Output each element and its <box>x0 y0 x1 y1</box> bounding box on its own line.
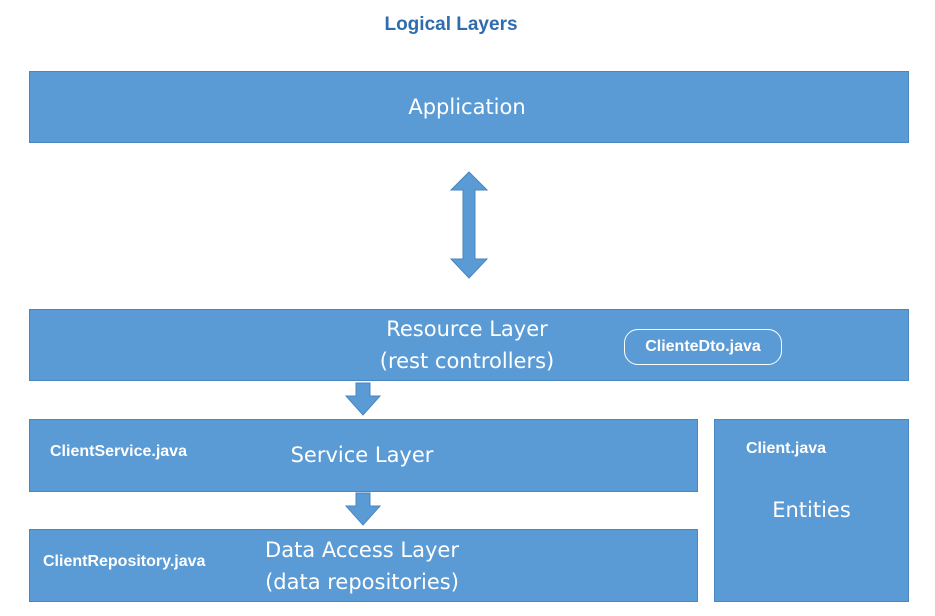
application-layer-box <box>29 71 909 143</box>
client-entity-file-label: Client.java <box>746 440 827 457</box>
service-layer-box <box>29 419 698 492</box>
client-repository-file-label: ClientRepository.java <box>43 553 206 570</box>
data-access-layer-sublabel: (data repositories) <box>265 570 459 594</box>
cliente-dto-badge: ClienteDto.java <box>624 329 782 365</box>
down-arrow-resource-to-service <box>344 382 382 416</box>
service-layer-label: Service Layer <box>290 443 434 467</box>
data-access-layer-label: Data Access Layer <box>265 538 459 562</box>
entities-box <box>714 419 909 602</box>
entities-label: Entities <box>772 498 851 522</box>
client-service-file-label: ClientService.java <box>50 443 187 460</box>
resource-layer-box <box>29 309 909 381</box>
data-access-layer-box <box>29 529 698 602</box>
resource-layer-sublabel: (rest controllers) <box>379 349 555 373</box>
diagram-title: Logical Layers <box>384 14 518 35</box>
down-arrow-service-to-data <box>344 492 382 526</box>
resource-layer-label: Resource Layer <box>386 317 548 341</box>
application-layer-label: Application <box>408 95 526 119</box>
bidirectional-arrow <box>449 171 489 279</box>
